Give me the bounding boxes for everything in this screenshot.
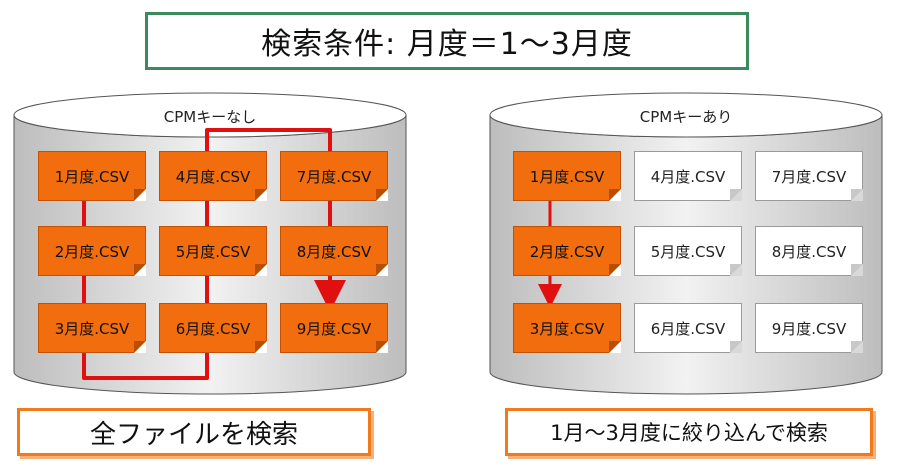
left-file-1: 1月度.CSV <box>38 151 146 201</box>
file-name: 3月度.CSV <box>54 319 130 338</box>
right-file-6: 6月度.CSV <box>634 303 742 353</box>
page-fold-icon <box>134 189 146 201</box>
page-fold-icon <box>730 264 742 276</box>
file-name: 4月度.CSV <box>650 167 726 186</box>
page-fold-icon <box>255 264 267 276</box>
page-fold-icon <box>376 264 388 276</box>
right-file-8: 8月度.CSV <box>755 226 863 276</box>
file-name: 9月度.CSV <box>771 319 847 338</box>
file-name: 5月度.CSV <box>175 242 251 261</box>
file-name: 1月度.CSV <box>529 167 605 186</box>
page-fold-icon <box>851 264 863 276</box>
right-file-5: 5月度.CSV <box>634 226 742 276</box>
right-file-7: 7月度.CSV <box>755 151 863 201</box>
right-caption: 1月～3月度に絞り込んで検索 <box>505 408 873 456</box>
page-fold-icon <box>255 341 267 353</box>
right-file-1: 1月度.CSV <box>513 151 621 201</box>
right-file-4: 4月度.CSV <box>634 151 742 201</box>
file-name: 7月度.CSV <box>296 167 372 186</box>
right-file-3: 3月度.CSV <box>513 303 621 353</box>
page-fold-icon <box>851 189 863 201</box>
file-name: 2月度.CSV <box>529 242 605 261</box>
file-name: 3月度.CSV <box>529 319 605 338</box>
file-name: 7月度.CSV <box>771 167 847 186</box>
file-name: 9月度.CSV <box>296 319 372 338</box>
left-file-9: 9月度.CSV <box>280 303 388 353</box>
page-fold-icon <box>376 189 388 201</box>
page-fold-icon <box>609 341 621 353</box>
page-fold-icon <box>134 264 146 276</box>
search-condition-title: 検索条件: 月度＝1～3月度 <box>145 12 749 70</box>
page-fold-icon <box>376 341 388 353</box>
left-cylinder-label: CPMキーなし <box>163 108 257 126</box>
left-file-4: 4月度.CSV <box>159 151 267 201</box>
left-file-3: 3月度.CSV <box>38 303 146 353</box>
right-cylinder-label: CPMキーあり <box>639 108 733 126</box>
file-name: 6月度.CSV <box>650 319 726 338</box>
file-name: 8月度.CSV <box>771 242 847 261</box>
page-fold-icon <box>730 189 742 201</box>
page-fold-icon <box>609 264 621 276</box>
page-fold-icon <box>730 341 742 353</box>
right-file-2: 2月度.CSV <box>513 226 621 276</box>
file-name: 8月度.CSV <box>296 242 372 261</box>
right-file-9: 9月度.CSV <box>755 303 863 353</box>
file-name: 1月度.CSV <box>54 167 130 186</box>
left-file-6: 6月度.CSV <box>159 303 267 353</box>
left-file-2: 2月度.CSV <box>38 226 146 276</box>
page-fold-icon <box>851 341 863 353</box>
file-name: 6月度.CSV <box>175 319 251 338</box>
file-name: 5月度.CSV <box>650 242 726 261</box>
left-file-7: 7月度.CSV <box>280 151 388 201</box>
file-name: 4月度.CSV <box>175 167 251 186</box>
page-fold-icon <box>255 189 267 201</box>
left-file-8: 8月度.CSV <box>280 226 388 276</box>
left-caption: 全ファイルを検索 <box>17 408 371 456</box>
page-fold-icon <box>134 341 146 353</box>
page-fold-icon <box>609 189 621 201</box>
file-name: 2月度.CSV <box>54 242 130 261</box>
left-file-5: 5月度.CSV <box>159 226 267 276</box>
